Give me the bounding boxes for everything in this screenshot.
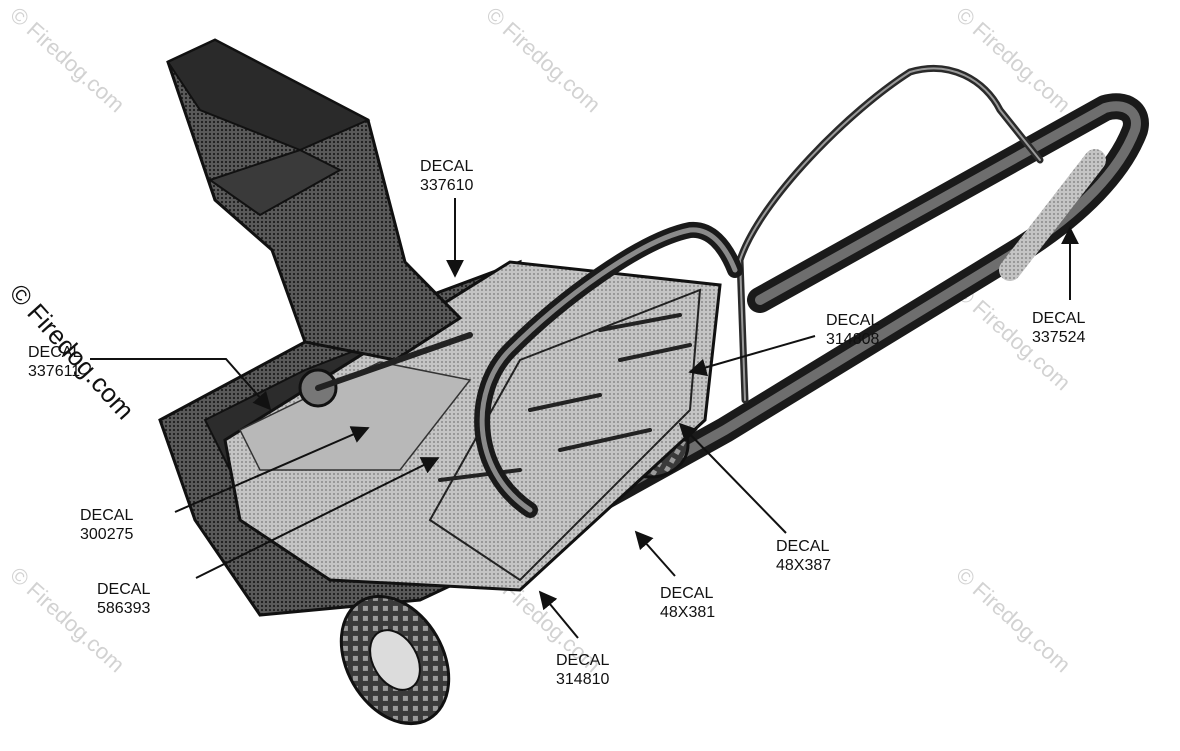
- callout-337610: DECAL 337610: [420, 157, 473, 195]
- callout-word: DECAL: [1032, 310, 1086, 327]
- leader-337611: [90, 358, 272, 411]
- callout-part-number: 586393: [97, 600, 151, 617]
- leader-314808: [688, 335, 816, 377]
- callout-48X387: DECAL 48X387: [776, 537, 831, 575]
- callout-part-number: 314810: [556, 671, 610, 688]
- leader-48X381: [634, 530, 676, 577]
- leader-300275: [174, 426, 370, 513]
- discharge-chute: [166, 38, 463, 362]
- callout-word: DECAL: [28, 344, 82, 361]
- callout-part-number: 337610: [420, 177, 474, 194]
- callout-337524: DECAL 337524: [1032, 309, 1085, 347]
- callout-part-number: 48X387: [776, 557, 832, 574]
- callout-word: DECAL: [80, 507, 134, 524]
- callout-word: DECAL: [776, 538, 830, 555]
- callout-word: DECAL: [826, 312, 880, 329]
- callout-48X381: DECAL 48X381: [660, 584, 715, 622]
- callout-part-number: 337524: [1032, 329, 1086, 346]
- callout-part-number: 337611: [28, 363, 81, 380]
- callout-word: DECAL: [556, 652, 610, 669]
- callout-314808: DECAL 314808: [826, 311, 879, 349]
- callout-word: DECAL: [420, 158, 474, 175]
- callout-word: DECAL: [660, 585, 714, 602]
- handle-bar: [492, 93, 1149, 565]
- callout-word: DECAL: [97, 581, 151, 598]
- leader-48X387: [678, 422, 787, 534]
- callout-337611: DECAL 337611: [28, 343, 81, 381]
- leader-586393: [195, 457, 440, 579]
- callout-314810: DECAL 314810: [556, 651, 609, 689]
- callout-part-number: 314808: [826, 331, 880, 348]
- callout-part-number: 48X381: [660, 604, 716, 621]
- leader-314810: [538, 590, 579, 639]
- callout-586393: DECAL 586393: [97, 580, 150, 618]
- callout-part-number: 300275: [80, 526, 134, 543]
- callout-300275: DECAL 300275: [80, 506, 133, 544]
